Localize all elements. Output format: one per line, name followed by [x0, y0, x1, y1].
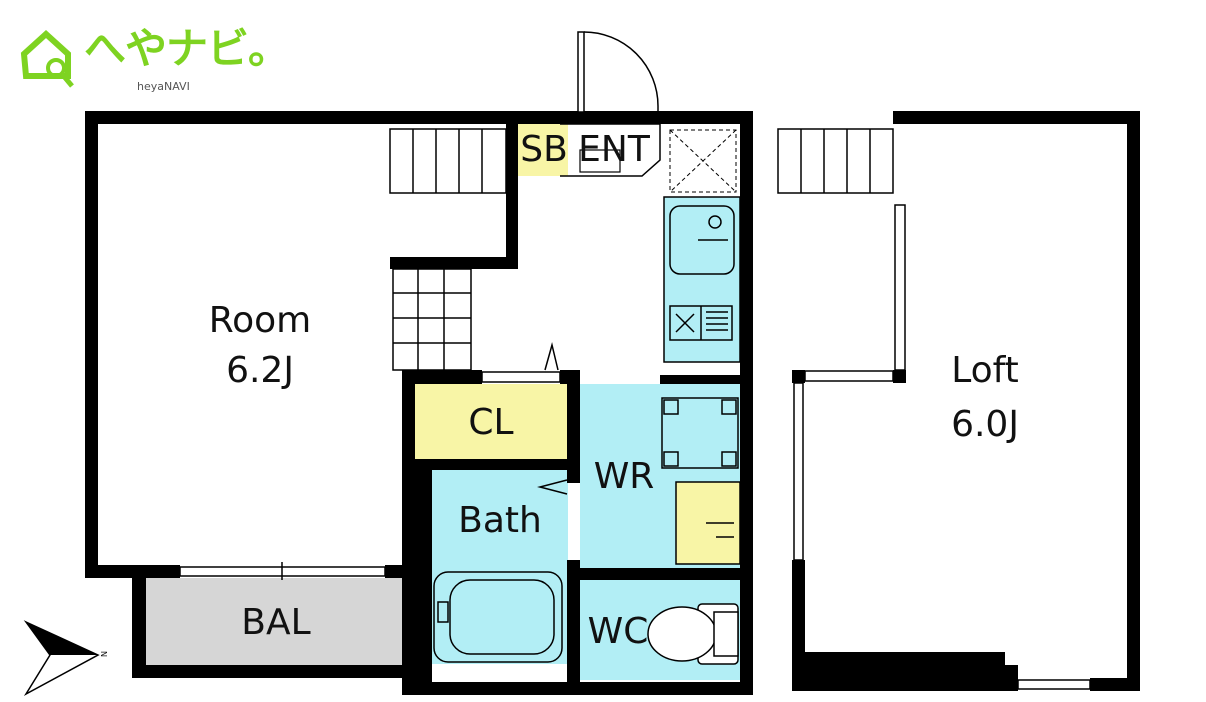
compass-icon [23, 620, 100, 696]
windows [179, 204, 1091, 690]
staircase [389, 128, 894, 371]
shoe-cabinet [579, 149, 621, 173]
room-name: Room [208, 300, 312, 341]
shoe-box-area [518, 124, 568, 176]
walls [85, 111, 1140, 695]
loft-label: Loft 6.0J [925, 344, 1045, 452]
loft-size: 6.0J [951, 404, 1019, 445]
cl-label: CL [468, 402, 514, 443]
logo-house-icon [20, 29, 74, 88]
kitchen-counter [663, 196, 741, 363]
sb-label: SB [520, 129, 568, 170]
entrance-step [560, 123, 661, 177]
ent-label: ENT [578, 129, 650, 170]
balcony-area [146, 578, 402, 666]
bathtub [433, 571, 563, 663]
entrance-door [577, 31, 659, 113]
toilet [647, 603, 739, 665]
closet-area [415, 384, 567, 459]
room-label: Room 6.2J [195, 296, 325, 396]
room-size: 6.2J [226, 350, 294, 391]
wc-label: WC [587, 611, 649, 652]
washing-machine-pan [661, 397, 739, 469]
vanity [675, 481, 741, 565]
door-markers [537, 342, 568, 495]
compass-label: N [98, 651, 108, 657]
loft-name: Loft [951, 350, 1019, 391]
bath-label: Bath [458, 500, 542, 541]
bath-area [432, 470, 568, 664]
wr-label: WR [593, 456, 655, 497]
fridge-space [669, 129, 737, 193]
brand-logo: へやナビ。 [84, 24, 290, 73]
bal-label: BAL [241, 602, 311, 643]
brand-subtitle: heyaNAVI [137, 80, 190, 93]
